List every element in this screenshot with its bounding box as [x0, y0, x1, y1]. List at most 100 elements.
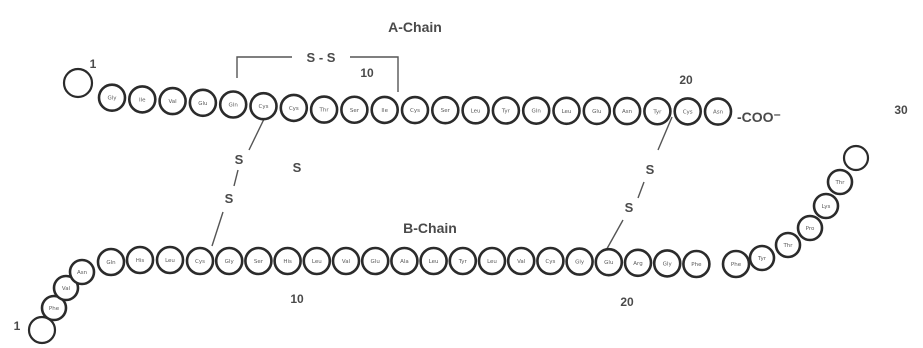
b-residue-3: Asn	[68, 258, 96, 286]
b-residue-6: Leu	[155, 245, 185, 275]
svg-text:Phe: Phe	[731, 262, 742, 268]
svg-text:Tyr: Tyr	[757, 256, 767, 262]
b-residue-27: Thr	[774, 231, 802, 259]
b-residue-1: Phe	[40, 294, 68, 322]
b-residue-9: Ser	[244, 246, 273, 276]
svg-text:S: S	[235, 152, 244, 167]
b-chain-number-1: 1	[14, 319, 21, 333]
svg-text:Glu: Glu	[198, 101, 207, 107]
svg-text:Ile: Ile	[139, 97, 146, 103]
b-residue-10: His	[273, 246, 302, 276]
svg-text:Glu: Glu	[592, 109, 601, 115]
svg-text:Val: Val	[517, 259, 526, 265]
b-chain-number-20: 20	[620, 295, 634, 309]
svg-text:Glu: Glu	[371, 259, 380, 265]
svg-text:His: His	[136, 258, 145, 264]
svg-text:Asn: Asn	[77, 270, 88, 276]
svg-text:S - S: S - S	[307, 50, 336, 65]
svg-text:Cys: Cys	[259, 104, 269, 110]
svg-text:Gly: Gly	[107, 96, 117, 102]
a-residue-18: Asn	[612, 96, 642, 126]
svg-text:Gly: Gly	[575, 260, 585, 266]
a-chain-terminus-label: -COO⁻	[737, 109, 781, 125]
a-residue-20: Cys	[673, 97, 703, 126]
a-residue-13: Leu	[461, 96, 490, 125]
svg-text:Asn: Asn	[622, 109, 633, 115]
svg-text:Tyr: Tyr	[458, 259, 468, 265]
svg-text:Glu: Glu	[604, 260, 613, 266]
a-residue-12: Ser	[430, 95, 460, 125]
b-residue-7: Cys	[185, 246, 215, 276]
b-residue-25: Phe	[721, 249, 751, 279]
b-residue-29: Lys	[812, 192, 840, 220]
b-residue-12: Val	[331, 246, 361, 276]
b-residue-17: Leu	[477, 246, 507, 276]
svg-text:Lys: Lys	[822, 204, 831, 210]
b-residue-31	[842, 144, 870, 172]
a-residue-0	[62, 67, 94, 99]
a-chain-number-1: 1	[90, 57, 97, 71]
b-residue-26: Tyr	[748, 244, 776, 272]
a-residue-4: Glu	[188, 88, 218, 118]
a-residue-5: Gln	[218, 90, 248, 119]
intra-a-disulfide-bridge: S - S	[236, 50, 399, 92]
svg-text:Cys: Cys	[683, 109, 693, 115]
right-interchain-disulfide-bridge: S S	[603, 116, 673, 255]
b-residue-13: Glu	[360, 246, 390, 276]
a-chain-number-10: 10	[360, 66, 374, 80]
b-residue-23: Gly	[652, 249, 682, 278]
svg-text:S: S	[225, 191, 234, 206]
svg-text:Tyr: Tyr	[501, 109, 511, 115]
a-residue-9: Ser	[340, 95, 369, 125]
a-residue-19: Tyr	[643, 96, 672, 126]
a-residue-17: Glu	[582, 96, 612, 126]
b-residue-8: Gly	[214, 246, 244, 276]
a-residue-2: Ile	[128, 85, 157, 114]
svg-text:Cys: Cys	[195, 259, 205, 265]
a-residue-10: Ile	[370, 95, 400, 125]
svg-text:Thr: Thr	[319, 108, 330, 114]
b-chain-number-30: 30	[894, 103, 908, 117]
b-residue-0	[27, 315, 57, 345]
svg-text:Val: Val	[168, 99, 177, 105]
b-residue-4: Gln	[96, 247, 126, 277]
svg-text:Leu: Leu	[312, 259, 322, 265]
svg-text:His: His	[283, 259, 292, 265]
b-chain-title: B-Chain	[403, 220, 457, 236]
svg-text:S: S	[625, 200, 634, 215]
svg-text:Cys: Cys	[545, 259, 555, 265]
left-interchain-disulfide-bridge: S S S	[211, 116, 302, 247]
b-residue-24: Phe	[682, 249, 711, 279]
svg-text:Tyr: Tyr	[652, 109, 662, 115]
svg-text:Gly: Gly	[663, 261, 673, 267]
a-residue-11: Cys	[400, 95, 430, 125]
svg-text:Leu: Leu	[471, 108, 481, 114]
b-residue-28: Pro	[796, 214, 824, 242]
a-chain-number-20: 20	[679, 73, 693, 87]
b-residue-19: Cys	[536, 246, 565, 276]
svg-text:Ser: Ser	[441, 108, 451, 114]
svg-text:Ala: Ala	[400, 259, 409, 265]
svg-text:Pro: Pro	[806, 226, 815, 232]
svg-text:Gln: Gln	[106, 260, 116, 266]
svg-text:Val: Val	[62, 286, 71, 292]
b-residue-20: Gly	[565, 247, 594, 276]
svg-text:Ser: Ser	[350, 108, 360, 114]
svg-text:Arg: Arg	[633, 261, 642, 267]
svg-text:Leu: Leu	[165, 258, 175, 264]
a-residue-3: Val	[158, 86, 187, 116]
b-residue-22: Arg	[623, 248, 653, 278]
b-chain-number-10: 10	[290, 292, 304, 306]
svg-text:Ile: Ile	[381, 108, 388, 114]
svg-text:Cys: Cys	[410, 108, 420, 114]
a-residue-6: Cys	[249, 91, 278, 121]
svg-text:S: S	[646, 162, 655, 177]
svg-text:Val: Val	[342, 259, 351, 265]
a-residue-15: Gln	[521, 96, 551, 125]
svg-text:Phe: Phe	[691, 262, 702, 268]
a-residue-7: Cys	[279, 93, 309, 123]
a-residue-1: Gly	[97, 83, 127, 112]
b-residue-5: His	[125, 245, 155, 275]
